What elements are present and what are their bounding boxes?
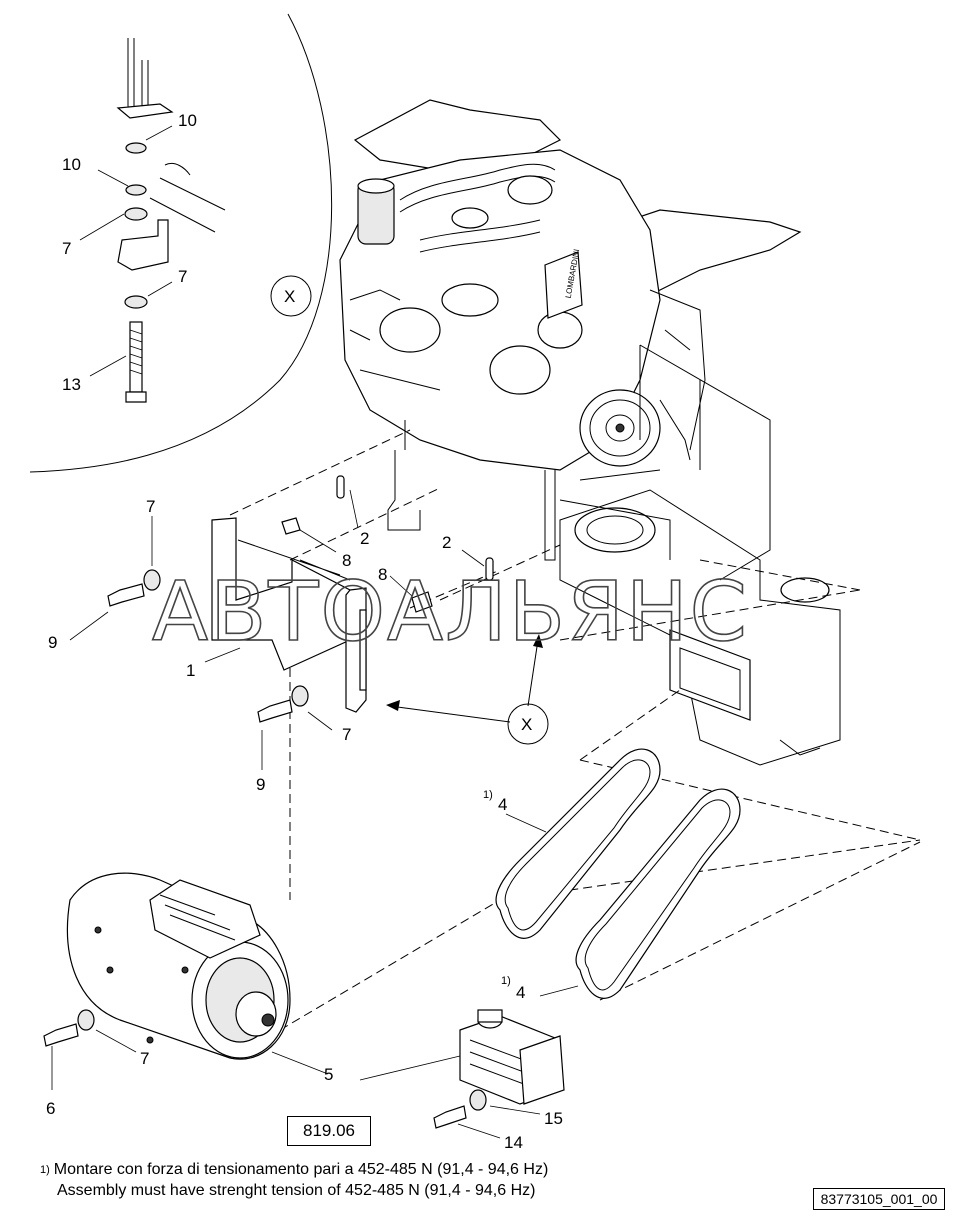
callout-1: 1 bbox=[186, 661, 195, 680]
bolt-9-top bbox=[107, 583, 145, 607]
washer-7-lower bbox=[124, 295, 148, 309]
callout-7-right: 7 bbox=[178, 267, 187, 286]
pin-2-right bbox=[485, 557, 494, 581]
callout-9-top: 9 bbox=[48, 633, 57, 652]
motor-terminal-box bbox=[149, 879, 261, 959]
note-english: Assembly must have strenght tension of 4… bbox=[57, 1181, 535, 1201]
footnote-mark-belt-upper: 1) bbox=[483, 789, 493, 801]
washer-7-upper bbox=[124, 207, 148, 221]
v-belts: 1) 4 1) 4 bbox=[483, 748, 741, 1002]
washer-7-middle bbox=[291, 685, 309, 707]
washer-7-top bbox=[143, 569, 161, 591]
bolt-9-bottom bbox=[257, 699, 293, 723]
pump-unit: 15 14 bbox=[359, 1009, 565, 1152]
note-line-2: Assembly must have strenght tension of 4… bbox=[57, 1182, 536, 1199]
bolt-14 bbox=[433, 1105, 467, 1129]
watermark: АВТОАЛЬЯНС bbox=[152, 565, 749, 660]
callout-7-middle: 7 bbox=[342, 725, 351, 744]
callout-15: 15 bbox=[544, 1109, 563, 1128]
callout-7-left: 7 bbox=[62, 239, 71, 258]
callout-2-left: 2 bbox=[360, 529, 369, 548]
note-line-1: Montare con forza di tensionamento pari … bbox=[53, 1161, 549, 1178]
note-italian: 1)Montare con forza di tensionamento par… bbox=[40, 1160, 548, 1180]
callout-x-arrow: X bbox=[521, 715, 532, 734]
washer-10-upper bbox=[125, 142, 147, 154]
bolt-13 bbox=[125, 321, 147, 403]
callout-14: 14 bbox=[504, 1133, 523, 1152]
callout-13: 13 bbox=[62, 375, 81, 394]
crankshaft-pulley bbox=[579, 389, 661, 467]
callout-8-right: 8 bbox=[378, 565, 387, 584]
callout-2-right: 2 bbox=[442, 533, 451, 552]
screw-8-right bbox=[411, 591, 433, 613]
v-belt-lower bbox=[575, 788, 741, 999]
callout-6: 6 bbox=[46, 1099, 55, 1118]
detail-x-view: 10 10 7 7 13 X bbox=[29, 13, 333, 473]
callout-7-bracket-top: 7 bbox=[146, 497, 155, 516]
v-belt-upper bbox=[495, 748, 661, 939]
electric-motor: 6 7 5 bbox=[43, 872, 333, 1118]
callout-4-lower: 4 bbox=[516, 983, 525, 1002]
base-frame bbox=[559, 344, 841, 766]
detail-x-reference bbox=[507, 703, 549, 745]
drawing-id-label: 83773105_001_00 bbox=[813, 1188, 945, 1210]
callout-7-motor: 7 bbox=[140, 1049, 149, 1068]
washer-10-lower bbox=[125, 184, 147, 196]
callout-10-left: 10 bbox=[62, 155, 81, 174]
callout-5: 5 bbox=[324, 1065, 333, 1084]
detail-x-marker bbox=[270, 275, 312, 317]
reference-box: 819.06 bbox=[287, 1116, 371, 1146]
screw-8-left bbox=[281, 517, 301, 535]
callout-4-upper: 4 bbox=[498, 795, 507, 814]
washer-15 bbox=[469, 1089, 487, 1111]
engine: LOMBARDINI bbox=[339, 99, 802, 561]
callout-10-top: 10 bbox=[178, 111, 197, 130]
pin-2-left bbox=[336, 475, 345, 499]
bolt-6 bbox=[43, 1023, 79, 1047]
callout-x-detail: X bbox=[284, 287, 295, 306]
footnote-mark-belt-lower: 1) bbox=[501, 975, 511, 987]
callout-9-bottom: 9 bbox=[256, 775, 265, 794]
washer-7-motor bbox=[77, 1009, 95, 1031]
note-footnote-mark: 1) bbox=[40, 1164, 50, 1176]
callout-8-left: 8 bbox=[342, 551, 351, 570]
